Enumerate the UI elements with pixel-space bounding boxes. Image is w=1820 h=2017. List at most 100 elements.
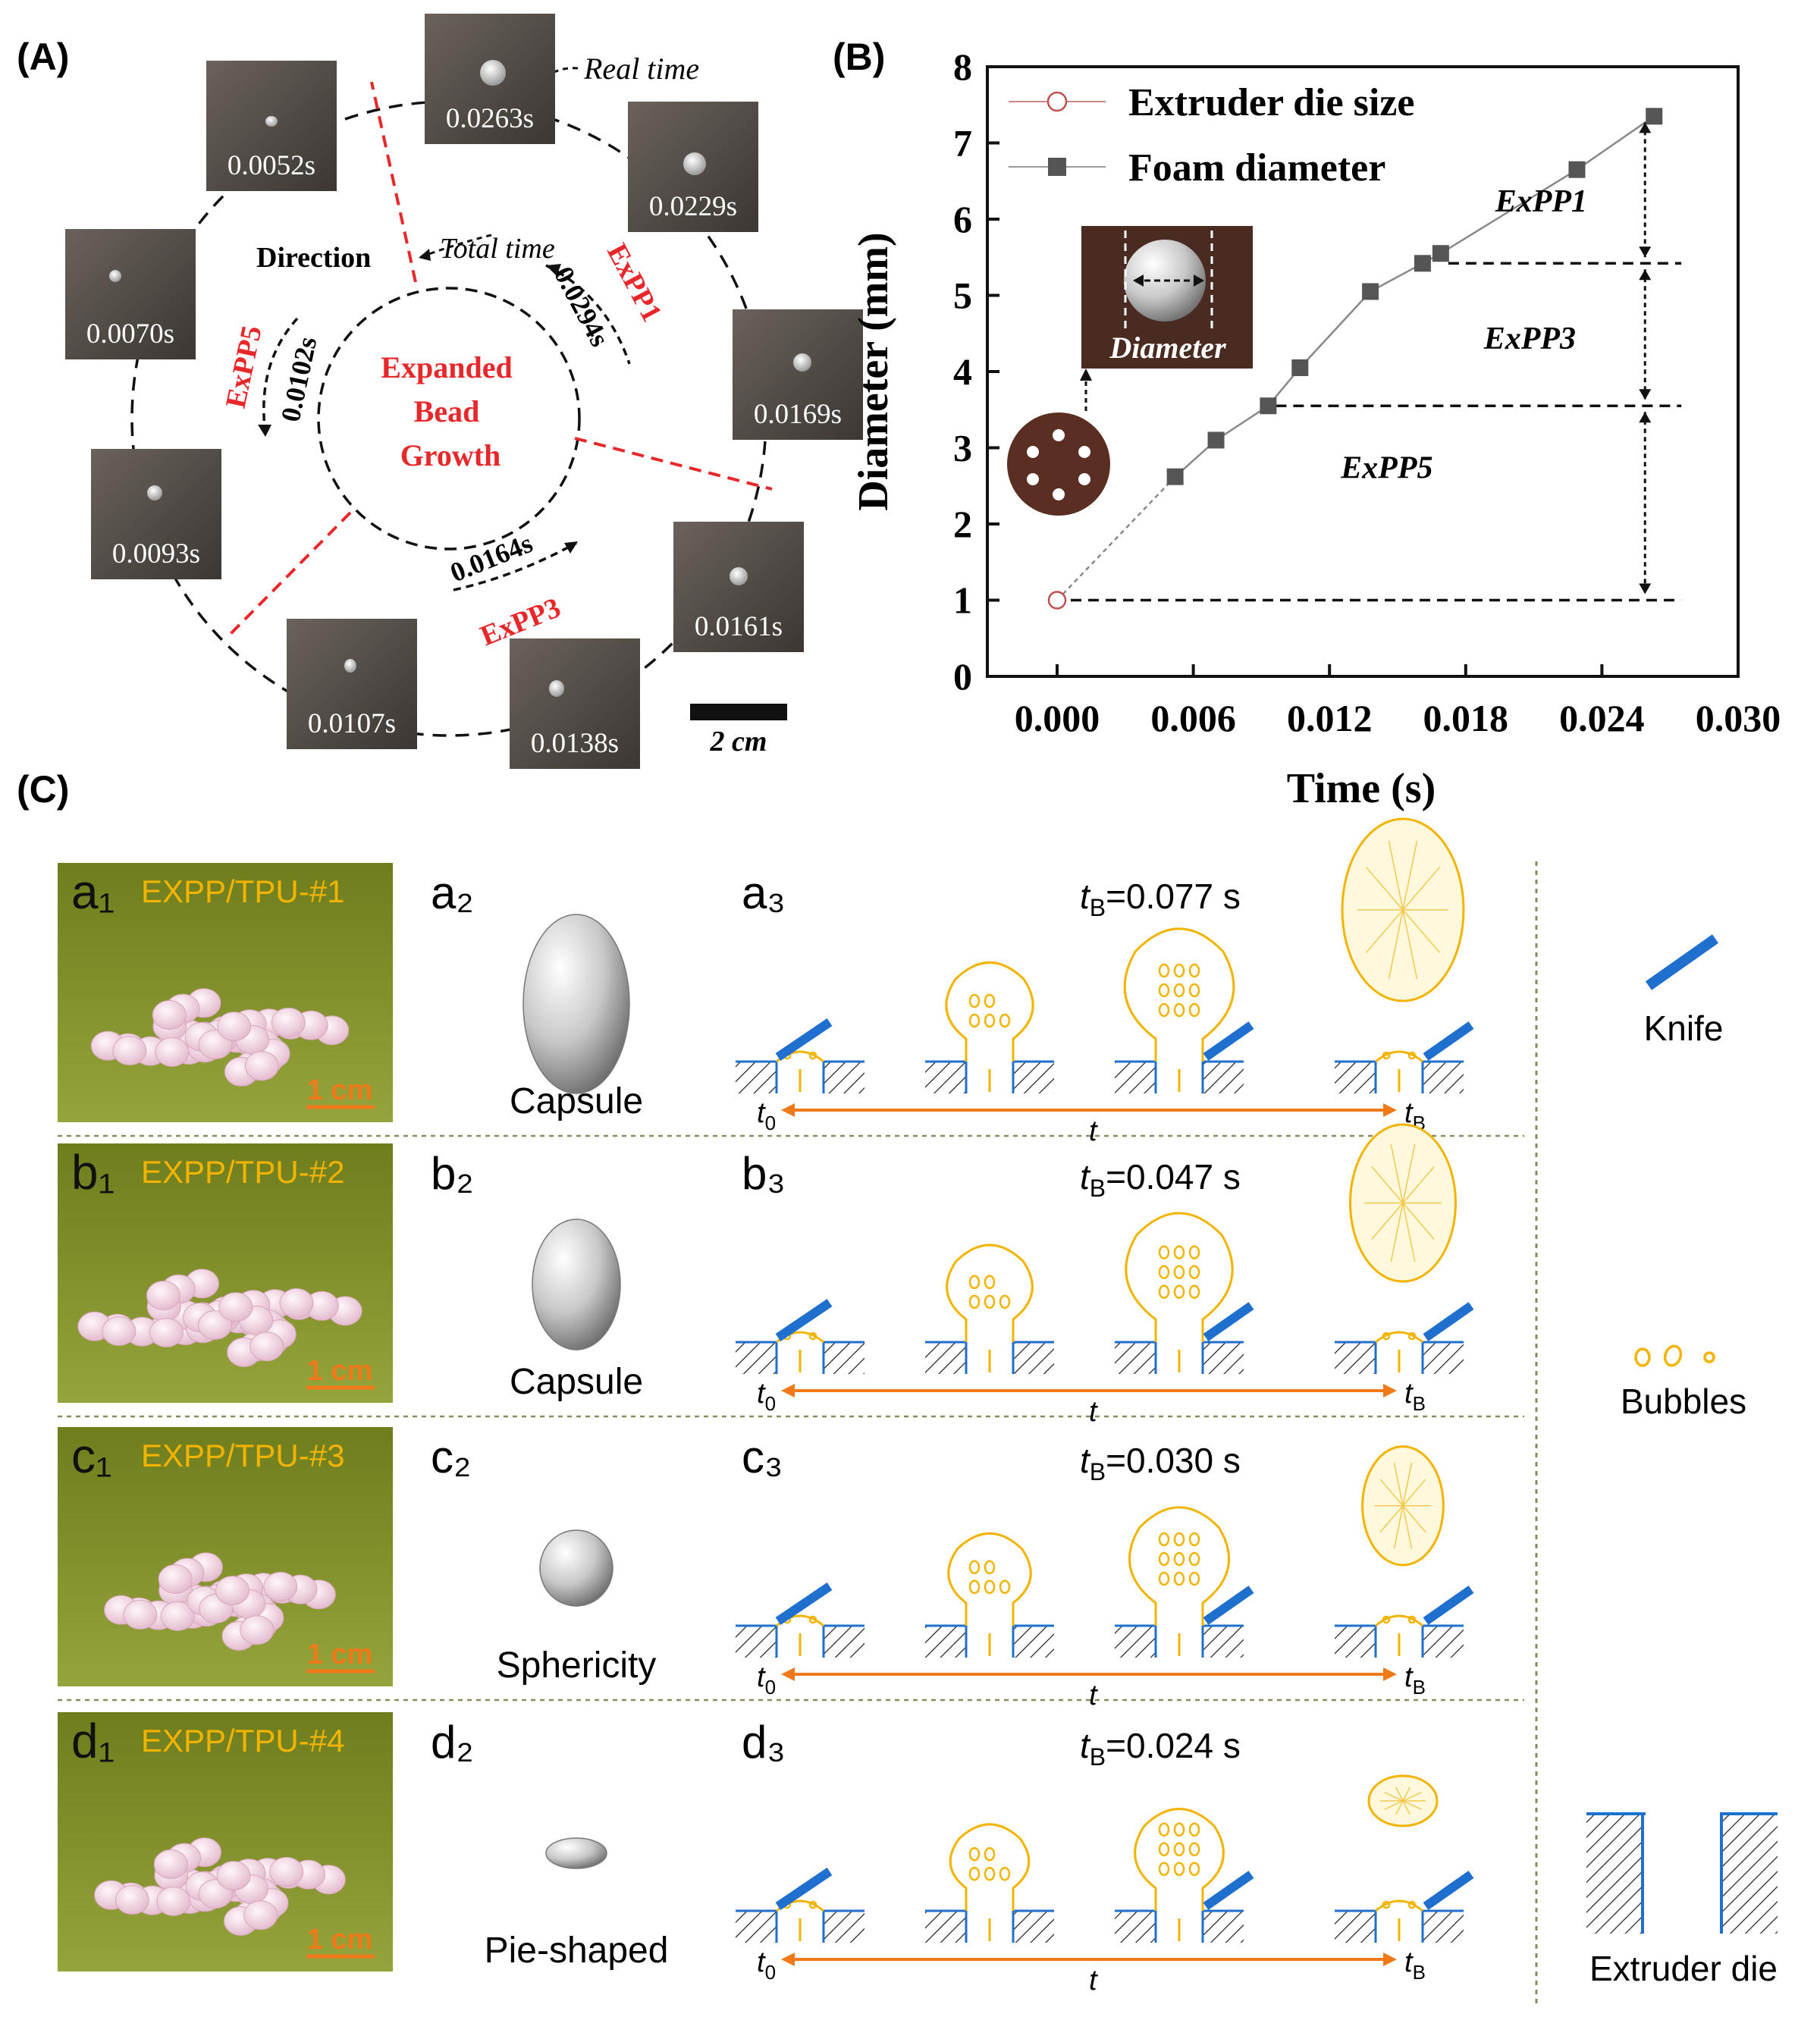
series-connector [1056, 475, 1176, 601]
knife-icon [1203, 1871, 1254, 1910]
data-point-foam-diameter [1260, 397, 1277, 415]
snapshot-time: 0.0229s [649, 191, 737, 222]
growth-stage [1335, 1302, 1474, 1374]
snapshot: 0.0263s [425, 14, 555, 144]
shape-label: Pie-shaped [485, 1931, 669, 1971]
x-tick-label: 0.012 [1287, 697, 1373, 739]
growth-stage [1115, 1506, 1254, 1658]
growth-stage [1335, 1586, 1474, 1658]
bubbles-label: Bubbles [1621, 1382, 1746, 1421]
timeline-end-sub: B [1413, 1961, 1426, 1984]
growth-stage [736, 1868, 864, 1943]
legend-label: Foam diameter [1128, 146, 1385, 190]
growth-stage [1115, 1212, 1254, 1374]
inset-die-photo [1007, 412, 1110, 516]
inset-label: Diameter [1109, 331, 1226, 365]
inner-dashed-circle [317, 287, 581, 551]
timeline-end-sub: B [1413, 1392, 1426, 1415]
timeline-end: tB [1404, 1378, 1426, 1415]
growth-stage [925, 1823, 1054, 1943]
shape-label: Sphericity [497, 1645, 657, 1686]
arrowhead [1639, 583, 1652, 594]
timeline-end-sub: B [1413, 1676, 1426, 1699]
data-point-foam-diameter [1207, 431, 1225, 449]
knife-icon [1203, 1021, 1254, 1061]
extruder-die-label: Extruder die [1589, 1949, 1778, 1988]
x-tick-label: 0.006 [1150, 697, 1236, 739]
bead-pile [94, 1837, 346, 1936]
diagram-id: c₃ [742, 1432, 783, 1482]
breakup-time-value: =0.030 s [1106, 1441, 1241, 1480]
knife-icon [775, 1018, 833, 1061]
growing-bead [1123, 927, 1235, 1062]
photo-scale: 1 cm [307, 1639, 373, 1670]
sample-title: EXPP/TPU-#1 [141, 874, 344, 909]
timeline-mid: t [1089, 1680, 1098, 1711]
bubbles-icon [1634, 1344, 1715, 1367]
arrowhead [1639, 246, 1652, 258]
timeline-start-symbol: t [757, 1946, 766, 1978]
photo-id: b₁ [71, 1145, 115, 1200]
timeline-mid: t [1089, 1396, 1098, 1428]
shape-id: a₂ [431, 867, 474, 918]
y-tick-label: 2 [953, 503, 972, 545]
shape-id: c₂ [431, 1432, 471, 1482]
timeline-start-sub: 0 [765, 1676, 776, 1699]
knife-icon [775, 1583, 833, 1625]
breakup-time: tB=0.077 s [1080, 877, 1241, 921]
y-tick-label: 5 [953, 274, 972, 317]
x-axis-label: Time (s) [1287, 765, 1436, 812]
x-tick-label: 0.018 [1423, 697, 1509, 739]
snapshot-time: 0.0052s [228, 150, 315, 181]
legend-marker-open-circle [1046, 91, 1068, 112]
center-text-line: Bead [414, 394, 480, 428]
shape-label: Capsule [510, 1362, 643, 1402]
shape-id: b₂ [431, 1148, 474, 1199]
knife-label: Knife [1644, 1008, 1724, 1048]
arrowhead [1639, 412, 1652, 423]
timeline-end-symbol: t [1404, 1378, 1414, 1410]
scale-bar [690, 704, 787, 720]
timeline-start: t0 [757, 1378, 776, 1415]
knife-icon [1423, 1586, 1474, 1625]
bead-photo [58, 1712, 393, 1972]
photo-id: a₁ [71, 864, 115, 919]
expp1-label: ExPP1 [601, 239, 668, 328]
growing-bead [1134, 1808, 1225, 1911]
photo-scale: 1 cm [307, 1924, 373, 1956]
timeline-start: t0 [757, 1946, 776, 1984]
breakup-time-sub: B [1090, 894, 1106, 921]
sample-title: EXPP/TPU-#2 [141, 1154, 344, 1190]
growth-stage [925, 961, 1054, 1093]
growth-stage [736, 1299, 864, 1374]
timeline-mid: t [1089, 1115, 1098, 1147]
panel-b-label: (B) [833, 36, 885, 78]
total-time-label: Total time [440, 233, 555, 265]
growth-stage [1335, 1871, 1474, 1943]
timeline-end-symbol: t [1404, 1946, 1414, 1978]
snapshot: 0.0138s [510, 638, 640, 769]
series-marks [1047, 108, 1663, 610]
knife-icon [1423, 1871, 1474, 1910]
legend-label: Extruder die size [1128, 81, 1414, 124]
timeline-end-symbol: t [1404, 1097, 1414, 1129]
knife-icon [1203, 1302, 1254, 1341]
center-text-line: Expanded [381, 350, 512, 384]
snapshot: 0.0229s [628, 102, 758, 232]
breakup-time-sub: B [1090, 1175, 1106, 1202]
direction-label: Direction [256, 242, 371, 274]
x-tick-label: 0.000 [1015, 697, 1100, 739]
timeline-start: t0 [757, 1661, 776, 1699]
snapshot: 0.0052s [206, 61, 337, 191]
timeline-start-symbol: t [757, 1097, 766, 1129]
center-text-line: Growth [400, 438, 501, 472]
breakup-time-sub: B [1090, 1458, 1106, 1485]
snapshot: 0.0070s [65, 229, 196, 359]
y-tick-label: 0 [953, 655, 972, 698]
growth-stage [736, 1583, 864, 1658]
breakup-time-sub: B [1090, 1743, 1106, 1771]
extruder-die-icon [1586, 1812, 1778, 1934]
breakup-time: tB=0.047 s [1080, 1157, 1241, 1202]
diagram-id: d₃ [742, 1717, 786, 1768]
